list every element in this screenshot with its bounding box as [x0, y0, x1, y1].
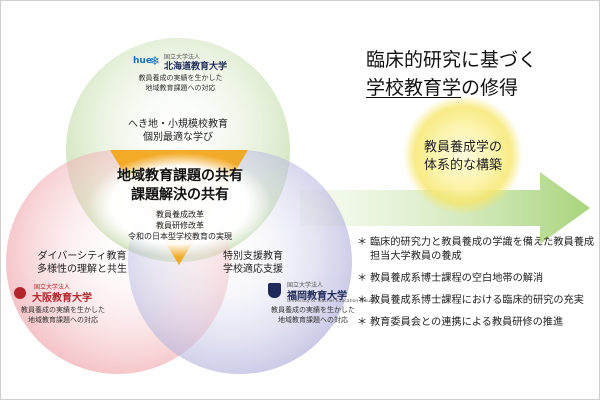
hokkaido-desc-line1: 教員養成の実績を生かした [138, 74, 223, 82]
main-title-line1: 臨床的研究に基づく [366, 49, 538, 71]
hokkaido-small-label: 国立大学法人 [164, 54, 201, 61]
center-item-1: 教員養成改革 [156, 210, 204, 219]
center-item-3: 令和の日本型学校教育の実現 [128, 232, 232, 241]
bullet-text: 教員養成系博士課程の空白地帯の解消 [370, 273, 544, 284]
label-right-circle: 特別支援教育 学校適応支援 [208, 250, 298, 276]
fukuoka-desc: 教員養成の実績を生かした 地域教育課題への対応 [258, 305, 368, 325]
osaka-small-label: 国立大学法人 [34, 284, 71, 291]
glow-line2: 体系的な構築 [423, 158, 502, 173]
bullet-item: ＊教員養成系博士課程における臨床的研究の充実 [357, 294, 595, 308]
osaka-emblem-icon [14, 287, 26, 299]
main-title-line2: 学校教育学の修得 [366, 76, 518, 101]
label-top-circle: へき地・小規模校教育 個別最適な学び [108, 118, 248, 144]
hokkaido-desc-line2: 地域教育課題への対応 [145, 84, 216, 92]
label-left-line2: 多様性の理解と共生 [37, 264, 127, 275]
bullet-text: 教員養成系博士課程における臨床的研究の充実 [370, 295, 584, 306]
label-left-circle: ダイバーシティ教育 多様性の理解と共生 [28, 250, 136, 276]
bullet-item: ＊教育委員会との連携による教員研修の推進 [357, 316, 595, 330]
label-top-line2: 個別最適な学び [143, 132, 213, 143]
hokkaido-name: 北海道教育大学 [164, 62, 228, 72]
osaka-name: 大阪教育大学 [32, 293, 92, 304]
fukuoka-sub-label: University of Teacher Education Fukuoka [287, 299, 379, 304]
glow-circle [403, 95, 523, 215]
hue-badge: hue [133, 56, 152, 66]
bullet-text: 教育委員会との連携による教員研修の推進 [370, 317, 564, 328]
bullet-marker: ＊ [357, 273, 368, 284]
snowflake-icon: ❄ [150, 54, 161, 68]
bullet-text: 臨床的研究力と教員養成の学識を備えた教員養成担当大学教員の養成 [370, 237, 595, 262]
bullet-marker: ＊ [357, 317, 368, 328]
bullet-item: ＊教員養成系博士課程の空白地帯の解消 [357, 272, 595, 286]
bullet-marker: ＊ [357, 237, 368, 248]
glow-text: 教員養成学の 体系的な構築 [413, 139, 513, 175]
osaka-desc: 教員養成の実績を生かした 地域教育課題への対応 [8, 305, 118, 325]
label-right-line2: 学校適応支援 [223, 264, 283, 275]
bullet-list: ＊臨床的研究力と教員養成の学識を備えた教員養成担当大学教員の養成 ＊教員養成系博… [357, 236, 595, 338]
label-top-line1: へき地・小規模校教育 [128, 119, 228, 130]
glow-line1: 教員養成学の [423, 140, 502, 155]
center-item-2: 教員研修改革 [156, 221, 204, 230]
center-block: 地域教育課題の共有 課題解決の共有 教員養成改革 教員研修改革 令和の日本型学校… [100, 167, 260, 242]
fukuoka-desc-line1: 教員養成の実績を生かした [271, 306, 355, 314]
fukuoka-small-label: 国立大学法人 [287, 282, 324, 289]
center-highlight [88, 153, 272, 257]
label-right-line1: 特別支援教育 [223, 251, 283, 262]
osaka-desc-line2: 地域教育課題への対応 [28, 316, 98, 324]
osaka-desc-line1: 教員養成の実績を生かした [21, 306, 105, 314]
fukuoka-name: 福岡教育大学 [287, 291, 347, 302]
fukuoka-shield-icon [268, 283, 281, 298]
label-left-line1: ダイバーシティ教育 [37, 251, 127, 262]
main-title-rest: の修得 [461, 77, 519, 99]
fukuoka-desc-line2: 地域教育課題への対応 [278, 316, 348, 324]
main-title-underlined: 学校教育学 [366, 77, 462, 99]
center-title-line1: 地域教育課題の共有 [117, 168, 243, 184]
center-title-line2: 課題解決の共有 [131, 187, 229, 203]
hokkaido-desc: 教員養成の実績を生かした 地域教育課題への対応 [128, 73, 233, 93]
bullet-item: ＊臨床的研究力と教員養成の学識を備えた教員養成担当大学教員の養成 [357, 236, 595, 264]
bullet-marker: ＊ [357, 295, 368, 306]
